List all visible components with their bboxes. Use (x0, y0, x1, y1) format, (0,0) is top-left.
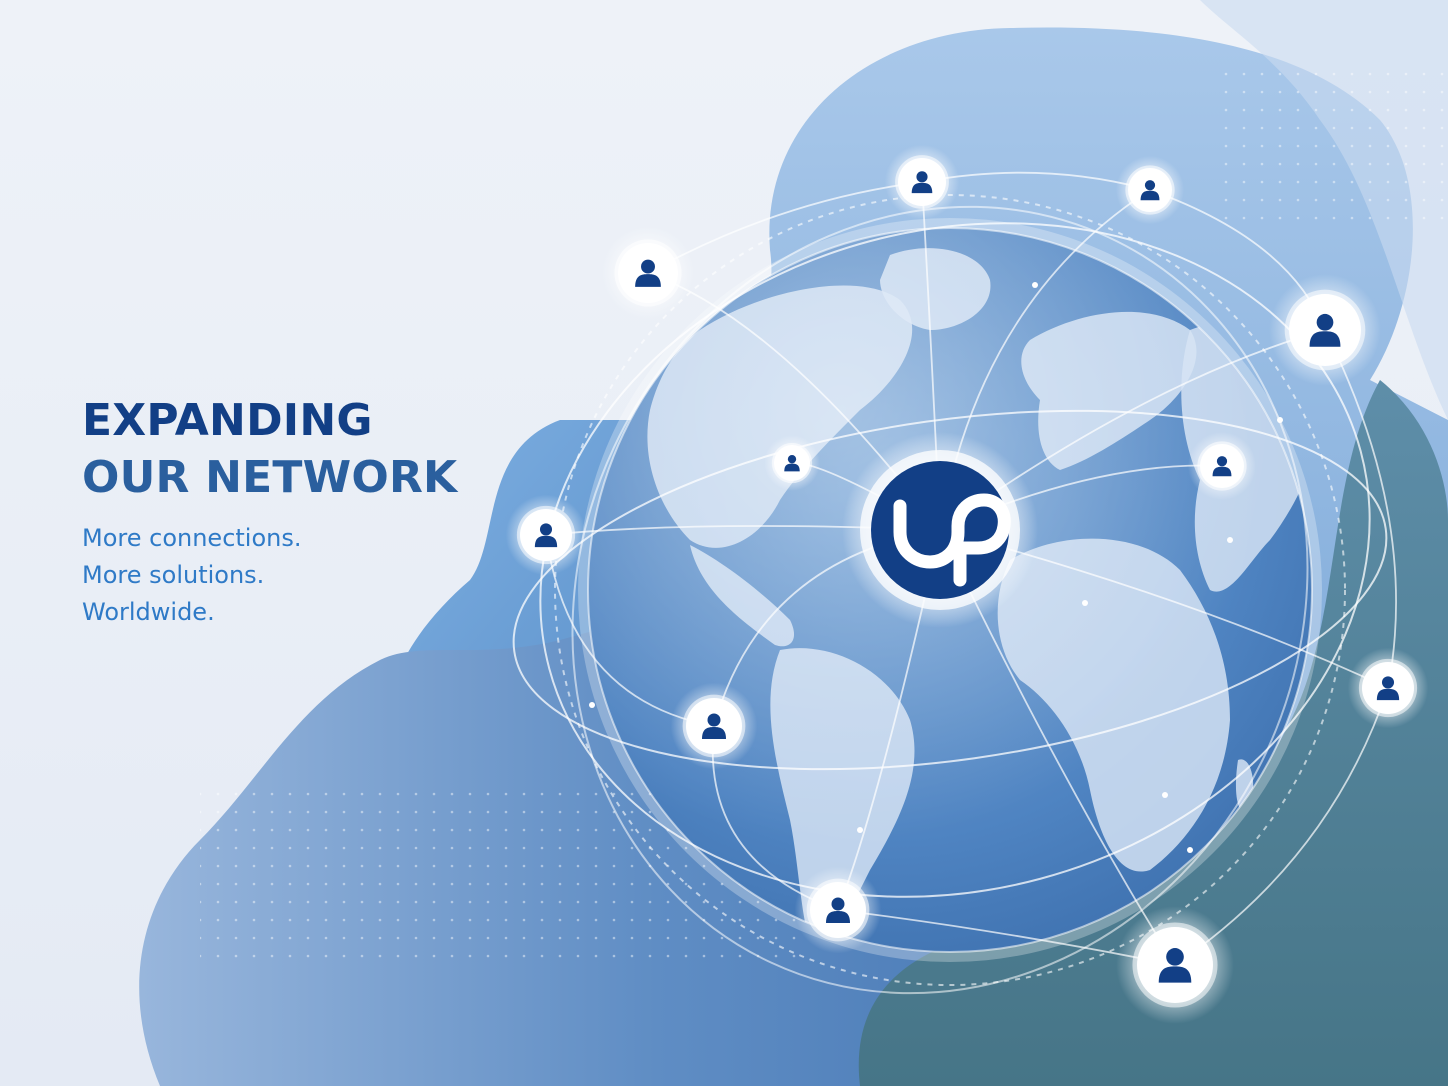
person-node (794, 866, 882, 954)
person-node (764, 435, 820, 491)
person-node (1116, 906, 1234, 1024)
taglines: More connections. More solutions. Worldw… (82, 520, 442, 631)
bg-blob-teal (858, 380, 1448, 1086)
tagline-solutions: More solutions. (82, 561, 265, 589)
person-icon (784, 454, 800, 472)
headline-line-1: EXPANDING (82, 395, 373, 446)
person-icon (534, 523, 558, 548)
person-node (601, 226, 695, 320)
person-node (670, 682, 758, 770)
person-nodes (505, 144, 1429, 1024)
logo-mark (893, 493, 1011, 587)
person-node (1115, 155, 1185, 225)
person-node (505, 494, 587, 576)
headline: EXPANDING OUR NETWORK (82, 392, 542, 506)
person-icon (702, 713, 726, 739)
person-icon (1140, 180, 1160, 201)
person-icon (1309, 313, 1341, 347)
person-icon (635, 259, 661, 287)
person-icon (1158, 948, 1192, 983)
person-icon (911, 171, 933, 194)
person-icon (826, 897, 850, 923)
person-node (1187, 431, 1257, 501)
person-node (1269, 274, 1381, 386)
tagline-worldwide: Worldwide. (82, 598, 215, 626)
person-node (884, 144, 960, 220)
person-node (1347, 647, 1429, 729)
person-icon (1376, 676, 1400, 701)
headline-line-2: OUR NETWORK (82, 452, 458, 503)
tagline-connections: More connections. (82, 524, 302, 552)
sparkles (589, 282, 1283, 853)
person-icon (1212, 456, 1232, 477)
brand-logo (842, 432, 1038, 628)
dot-grid-right (1220, 60, 1448, 220)
